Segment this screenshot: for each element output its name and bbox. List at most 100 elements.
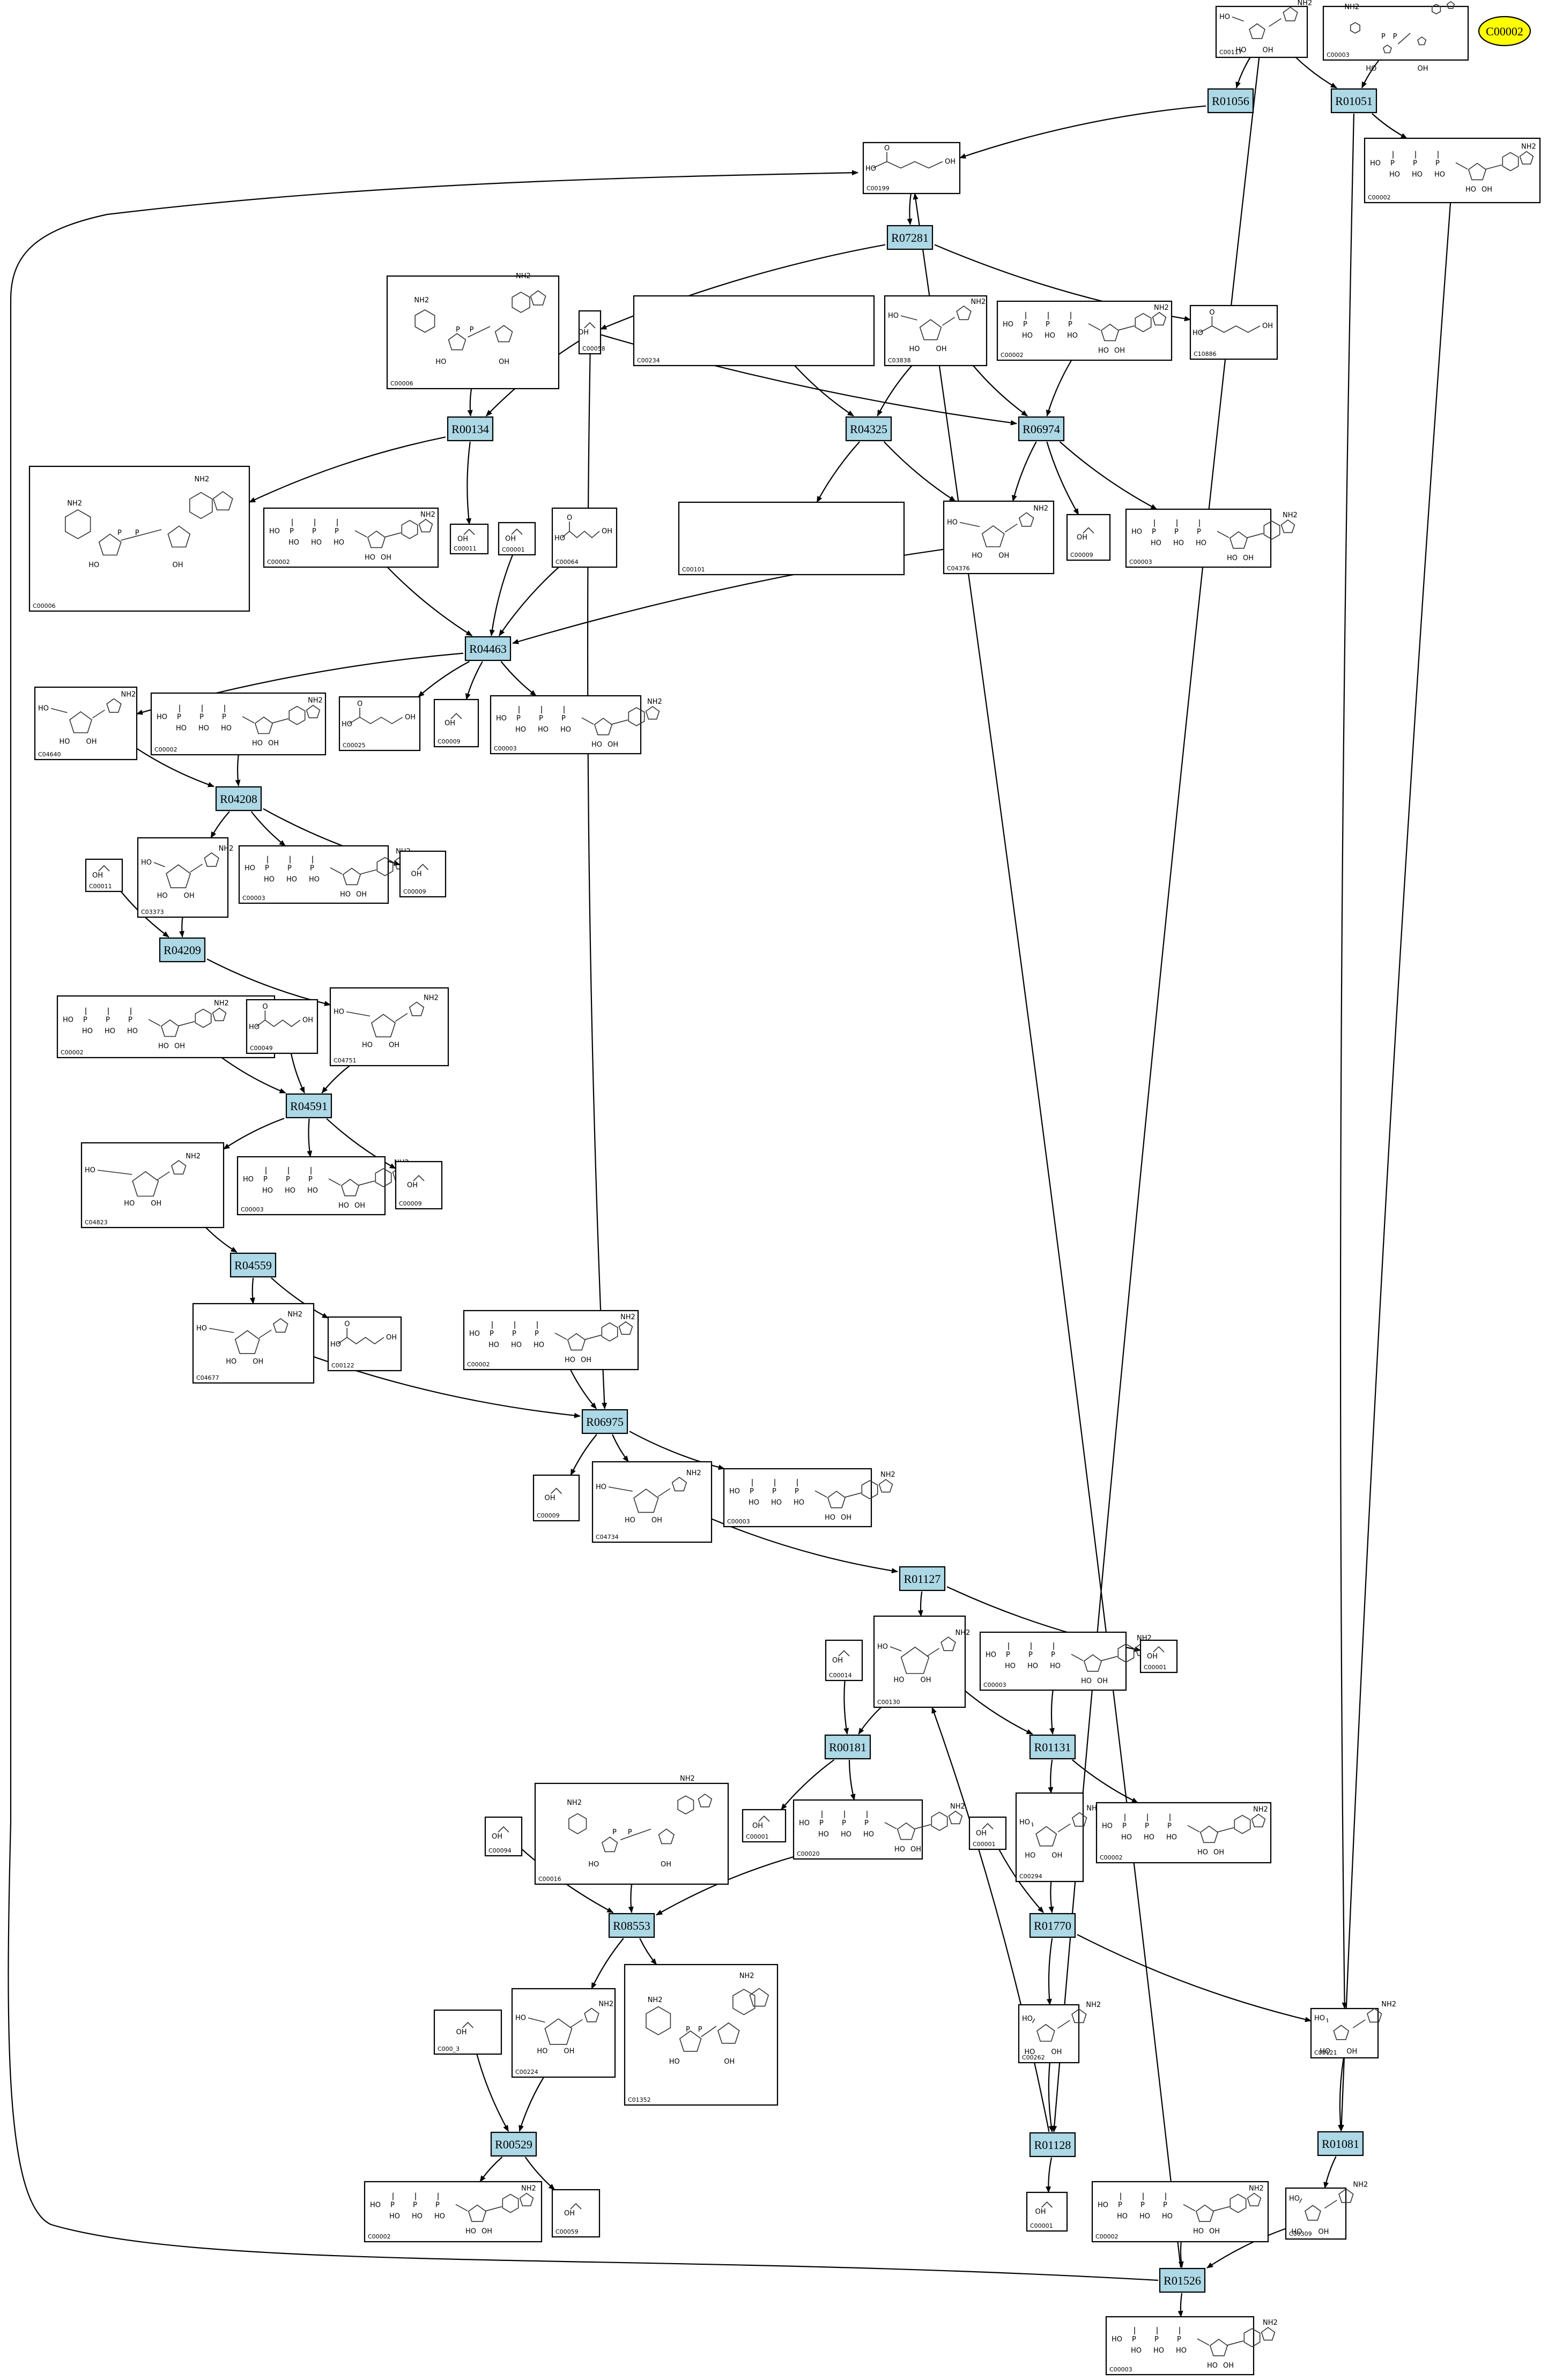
atom-label: NH2 xyxy=(521,2185,536,2193)
reaction-node[interactable]: R01526 xyxy=(1159,2267,1206,2293)
reaction-node[interactable]: R01081 xyxy=(1317,2131,1364,2156)
atom-label: HO xyxy=(1166,1834,1177,1842)
reaction-node[interactable]: R04208 xyxy=(215,786,262,812)
reaction-node[interactable]: R00134 xyxy=(447,416,494,442)
highlight-node[interactable]: C00002 xyxy=(1478,16,1531,47)
atom-label: HO xyxy=(365,554,375,562)
edge xyxy=(519,2077,544,2132)
reaction-label: R01081 xyxy=(1322,2137,1359,2151)
compound-id: C00020 xyxy=(797,1850,820,1857)
atom-label: P xyxy=(1051,1651,1055,1659)
reaction-node[interactable]: R04559 xyxy=(229,1252,277,1278)
atom-label: HO xyxy=(1219,13,1230,21)
compound-node[interactable]: C00101 xyxy=(678,501,905,576)
reaction-node[interactable]: R08553 xyxy=(608,1913,655,1938)
reaction-node[interactable]: R04325 xyxy=(845,416,892,442)
reaction-node[interactable]: R01128 xyxy=(1029,2132,1076,2158)
reaction-node[interactable]: R01131 xyxy=(1029,1734,1076,1760)
reaction-node[interactable]: R01051 xyxy=(1330,88,1377,114)
reaction-node[interactable]: R01056 xyxy=(1207,88,1254,114)
reaction-node[interactable]: R04591 xyxy=(285,1093,332,1119)
atom-label: HO xyxy=(588,1861,599,1869)
reaction-node[interactable]: R06975 xyxy=(581,1409,628,1434)
atom-label: P xyxy=(312,527,316,536)
reaction-box xyxy=(285,1093,332,1119)
compound-box xyxy=(28,465,250,612)
compound-node[interactable]: NH2PPHOOHNH2C00003 xyxy=(1322,0,1469,73)
atom-label: OH xyxy=(151,1200,161,1208)
reaction-node[interactable]: R04209 xyxy=(159,937,206,963)
compound-box xyxy=(1015,1792,1084,1883)
reaction-node[interactable]: R07281 xyxy=(886,225,934,250)
reaction-node[interactable]: R00181 xyxy=(824,1734,871,1760)
edge xyxy=(223,1118,285,1150)
compound-id: C00121 xyxy=(1314,2049,1337,2056)
reaction-node[interactable]: R01770 xyxy=(1029,1913,1076,1938)
reaction-node[interactable]: R04463 xyxy=(464,636,512,661)
reaction-node[interactable]: R01127 xyxy=(899,1566,946,1591)
reaction-node[interactable]: R00529 xyxy=(490,2131,537,2157)
compound-node[interactable]: C00234 xyxy=(633,295,875,367)
reaction-node[interactable]: R06974 xyxy=(1018,416,1065,442)
